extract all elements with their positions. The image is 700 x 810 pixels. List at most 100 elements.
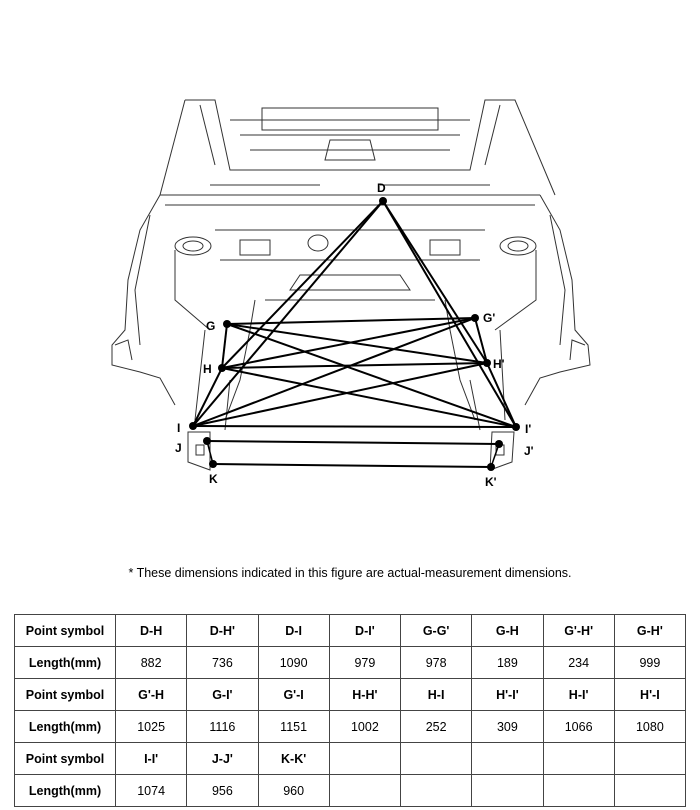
symbol-cell: H'-I': [471, 678, 544, 711]
point-label-G: G: [206, 319, 215, 333]
point-label-H: H: [203, 362, 212, 376]
measure-line-D-H2: [382, 200, 488, 364]
length-cell: 1025: [114, 710, 188, 743]
length-cell: 979: [328, 646, 402, 679]
measure-line-D-I: [192, 200, 384, 427]
symbol-cell: [399, 742, 473, 775]
symbol-cell: G'-H': [542, 614, 615, 647]
point-K: [209, 460, 217, 468]
measure-line-H-H2: [221, 362, 488, 369]
symbol-cell: D-H': [186, 614, 259, 647]
measure-line-K-K2: [212, 463, 492, 468]
dimensions-table: Point symbol D-H D-H' D-I D-I' G-G' G-H …: [14, 614, 687, 807]
car-body-outline: [111, 99, 591, 471]
symbol-cell: H-I': [542, 678, 615, 711]
symbol-cell: [542, 742, 615, 775]
measurement-note: * These dimensions indicated in this fig…: [128, 566, 572, 580]
measure-line-J-J2: [206, 440, 500, 445]
point-K2: [487, 463, 495, 471]
symbol-cell: G-H: [471, 614, 544, 647]
measure-line-D-I2: [382, 200, 517, 428]
symbol-cell: K-K': [257, 742, 330, 775]
length-cell: 999: [613, 646, 687, 679]
symbol-cell: D-H: [114, 614, 188, 647]
measure-line-G2-H2: [474, 317, 488, 364]
header-cell: Length(mm): [14, 710, 116, 743]
measure-line-H2-I2: [486, 362, 517, 428]
length-cell: 1074: [114, 774, 188, 807]
length-cell: [399, 774, 473, 807]
table-row: Length(mm) 1074 956 960: [14, 774, 687, 807]
symbol-cell: D-I': [328, 614, 402, 647]
header-cell: Point symbol: [14, 742, 116, 775]
point-label-J2: J': [524, 444, 534, 458]
point-J2: [495, 440, 503, 448]
header-cell: Length(mm): [14, 774, 116, 807]
point-label-J: J: [175, 441, 182, 455]
length-cell: 234: [542, 646, 615, 679]
length-cell: 960: [257, 774, 330, 807]
length-cell: 1066: [542, 710, 615, 743]
length-cell: 956: [186, 774, 259, 807]
measure-line-D-H: [221, 200, 384, 369]
point-J: [203, 437, 211, 445]
measure-line-I-I2: [192, 425, 517, 428]
symbol-cell: J-J': [186, 742, 259, 775]
length-cell: 189: [471, 646, 544, 679]
measure-line-H2-I: [192, 362, 488, 427]
point-I: [189, 422, 197, 430]
measure-line-H-I2: [221, 367, 517, 428]
symbol-cell: [613, 742, 687, 775]
symbol-cell: D-I: [257, 614, 330, 647]
symbol-cell: I-I': [114, 742, 188, 775]
symbol-cell: G'-H: [114, 678, 188, 711]
point-G: [223, 320, 231, 328]
table-row: Point symbol G'-H G-I' G'-I H-H' H-I H'-…: [14, 678, 687, 711]
symbol-cell: G'-I: [257, 678, 330, 711]
measure-line-G-I2: [226, 323, 517, 428]
measure-line-G2-H: [221, 317, 476, 369]
symbol-cell: H-H': [328, 678, 402, 711]
point-D: [379, 197, 387, 205]
symbol-cell: H-I: [399, 678, 473, 711]
length-cell: 309: [471, 710, 544, 743]
table-row: Point symbol I-I' J-J' K-K': [14, 742, 687, 775]
table-row: Length(mm) 1025 1116 1151 1002 252 309 1…: [14, 710, 687, 743]
point-label-D: D: [377, 181, 386, 195]
point-H2: [483, 359, 491, 367]
bumper-side-line: [490, 443, 500, 468]
point-label-H2: H': [493, 357, 505, 371]
length-cell: [613, 774, 687, 807]
measure-line-G-G2: [226, 317, 476, 325]
symbol-cell: [328, 742, 402, 775]
length-cell: 1151: [257, 710, 330, 743]
length-cell: 882: [114, 646, 188, 679]
measure-line-G-H2: [226, 323, 488, 364]
measure-line-H-I: [192, 367, 223, 427]
length-cell: [542, 774, 615, 807]
length-cell: 1116: [186, 710, 259, 743]
length-cell: 978: [399, 646, 473, 679]
header-cell: Length(mm): [14, 646, 116, 679]
symbol-cell: [471, 742, 544, 775]
length-cell: 1090: [257, 646, 330, 679]
measurement-lines: [192, 200, 517, 468]
measure-line-G-H: [221, 323, 228, 369]
length-cell: 1002: [328, 710, 402, 743]
symbol-cell: G-I': [186, 678, 259, 711]
point-G2: [471, 314, 479, 322]
length-cell: [328, 774, 402, 807]
symbol-cell: G-H': [613, 614, 687, 647]
point-label-K2: K': [485, 475, 497, 489]
point-H: [218, 364, 226, 372]
point-label-I: I: [177, 421, 180, 435]
table-row: Length(mm) 882 736 1090 979 978 189 234 …: [14, 646, 687, 679]
point-label-G2: G': [483, 311, 495, 325]
header-cell: Point symbol: [14, 614, 116, 647]
length-cell: 1080: [613, 710, 687, 743]
point-label-I2: I': [525, 422, 531, 436]
table-row: Point symbol D-H D-H' D-I D-I' G-G' G-H …: [14, 614, 687, 647]
symbol-cell: G-G': [399, 614, 473, 647]
